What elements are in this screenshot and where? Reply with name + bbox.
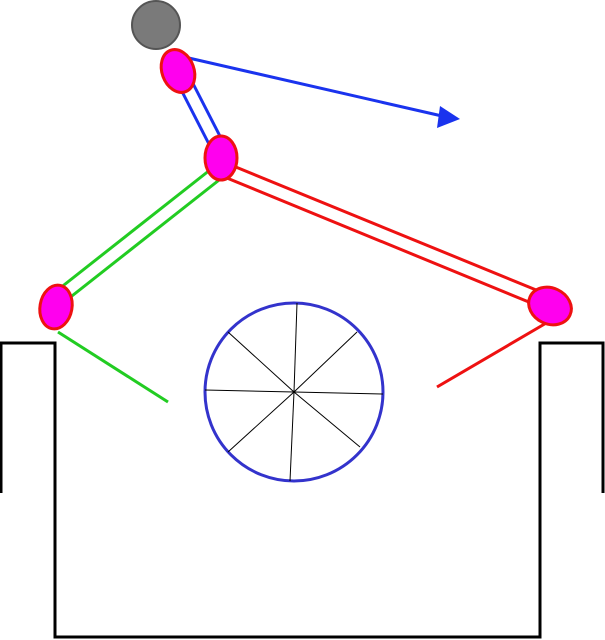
left-leg-segment [57,330,169,404]
joint-top [159,48,197,94]
joint-left [38,283,74,331]
container-outline [0,341,605,639]
wheel-spoke [227,391,295,453]
ball [131,0,181,50]
joint-right [527,285,573,327]
velocity-arrow [179,54,460,128]
joint-middle [203,134,239,182]
wheel-spoke [204,389,295,393]
left-arm-link [49,164,229,305]
wheel-spoke [293,391,384,395]
spoked-wheel [203,301,385,483]
wheel-spoke [293,331,358,393]
arrowhead-icon [437,106,460,128]
wheel-rim [203,301,385,483]
wheel-spoke [227,331,295,393]
right-leg-segment [436,320,549,389]
wheel-spoke [293,302,298,393]
wheel-spoke [289,391,295,482]
right-arm-link [221,161,547,309]
wheel-spoke [293,391,361,448]
